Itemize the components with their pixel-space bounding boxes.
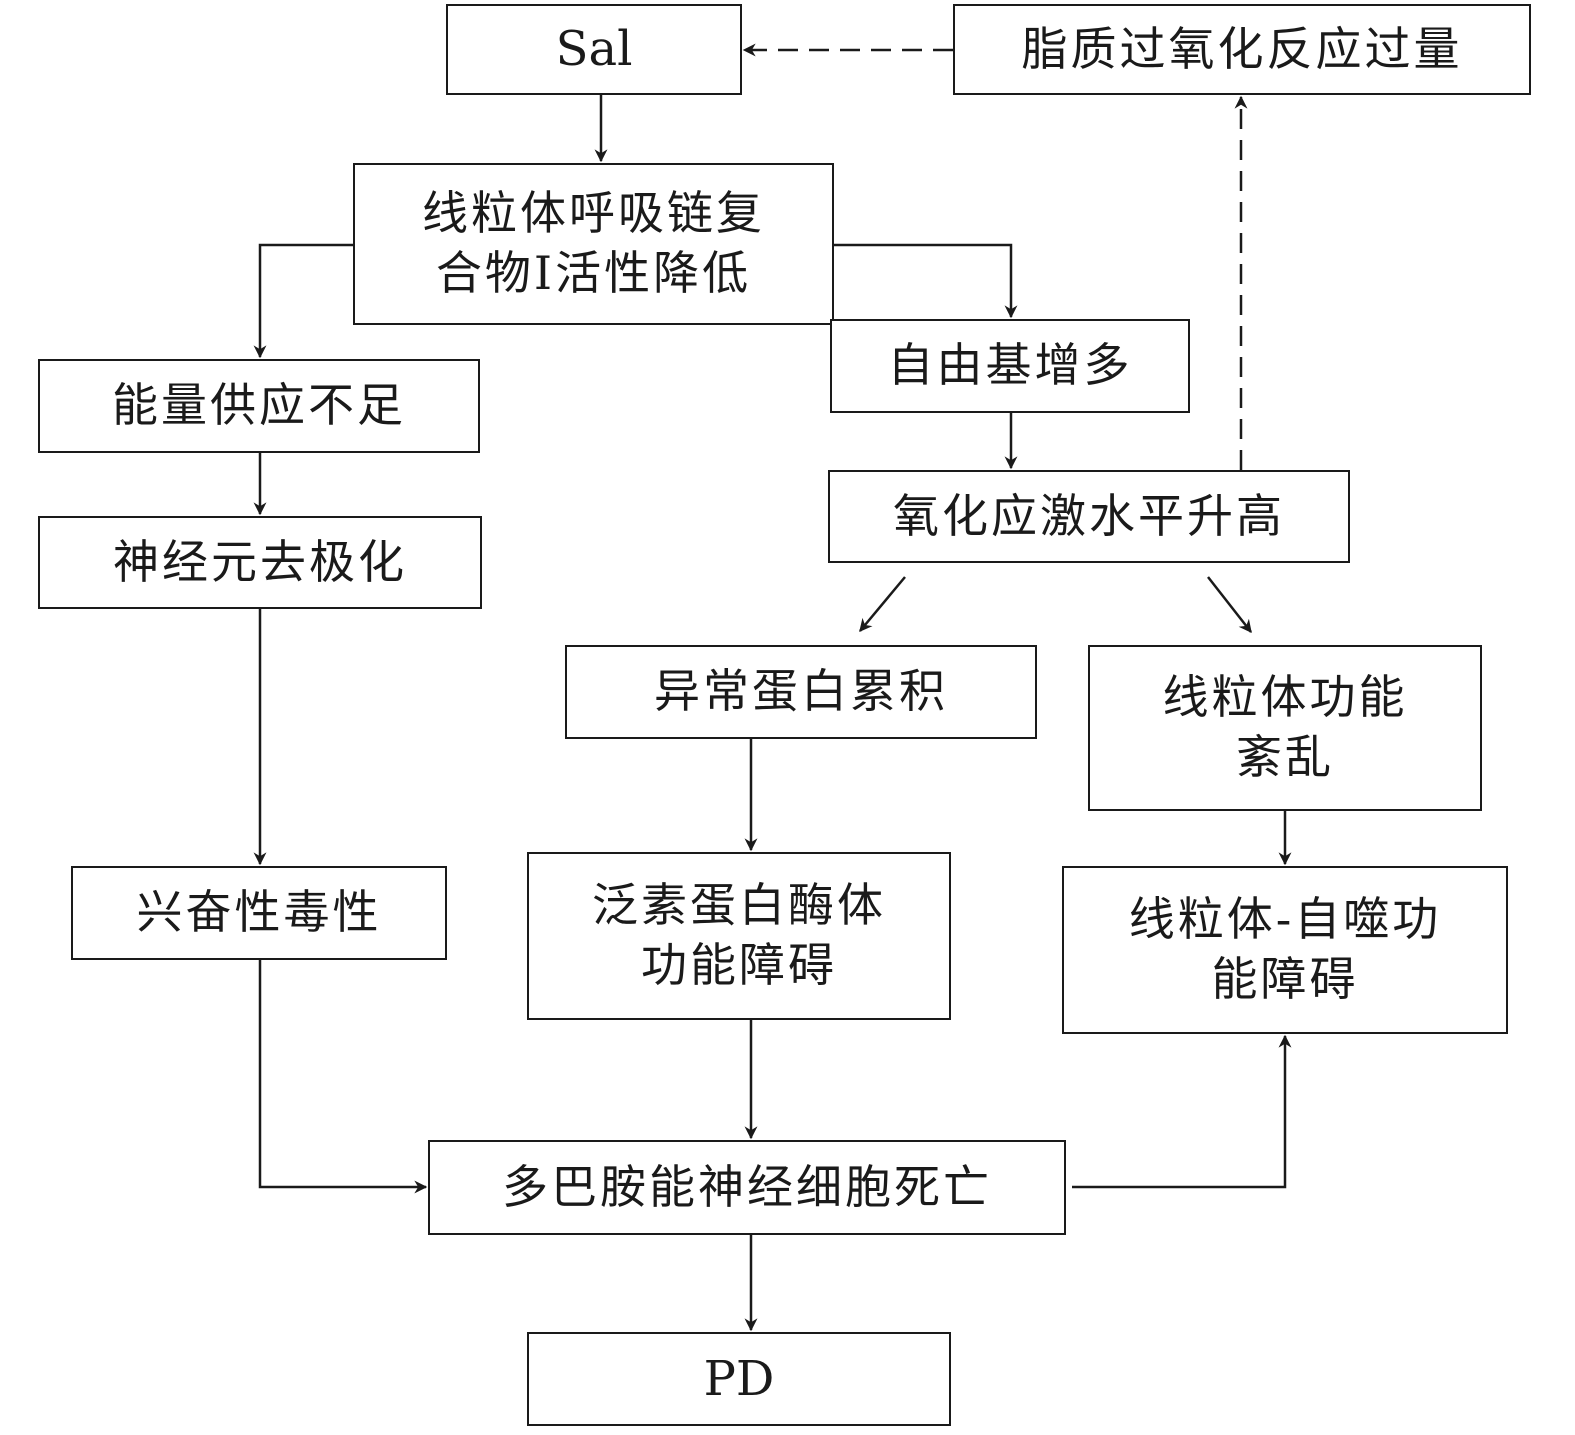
node-free-radicals: 自由基增多: [830, 319, 1190, 413]
edge-death-to-mitophagy: [1072, 1034, 1292, 1189]
node-ubiquitin-proteasome: 泛素蛋白酶体 功能障碍: [527, 852, 951, 1020]
edge-oxidative-to-abnormal-protein: [859, 576, 906, 632]
edge-mito-complex-to-free-radicals: [834, 243, 1018, 319]
node-sal: Sal: [446, 4, 742, 95]
node-abnormal-protein-label: 异常蛋白累积: [654, 664, 948, 719]
node-lipid-peroxidation: 脂质过氧化反应过量: [953, 4, 1531, 95]
node-mitophagy-label: 线粒体-自噬功 能障碍: [1128, 892, 1442, 1006]
node-mito-complex-label: 线粒体呼吸链复 合物Ⅰ活性降低: [422, 186, 765, 300]
node-mito-dysfunction-label: 线粒体功能 紊乱: [1162, 670, 1408, 784]
node-mito-dysfunction: 线粒体功能 紊乱: [1088, 645, 1482, 811]
node-mitophagy: 线粒体-自噬功 能障碍: [1062, 866, 1508, 1034]
node-pd-label: PD: [703, 1350, 775, 1407]
node-depolarization: 神经元去极化: [38, 516, 482, 609]
node-excitotoxicity-label: 兴奋性毒性: [136, 885, 382, 940]
node-mito-complex: 线粒体呼吸链复 合物Ⅰ活性降低: [353, 163, 834, 325]
node-depolarization-label: 神经元去极化: [113, 534, 407, 589]
edge-oxidative-to-mito-dysfunction: [1207, 576, 1252, 634]
node-oxidative-stress: 氧化应激水平升高: [828, 470, 1350, 563]
edge-excitotoxicity-to-death: [258, 960, 428, 1194]
node-excitotoxicity: 兴奋性毒性: [71, 866, 447, 960]
node-lipid-peroxidation-label: 脂质过氧化反应过量: [1021, 21, 1463, 76]
node-da-neuron-death: 多巴胺能神经细胞死亡: [428, 1140, 1066, 1235]
node-energy-shortage-label: 能量供应不足: [112, 378, 406, 433]
node-sal-label: Sal: [555, 21, 633, 78]
node-energy-shortage: 能量供应不足: [38, 359, 480, 453]
edge-mito-complex-to-energy: [253, 243, 353, 359]
node-oxidative-stress-label: 氧化应激水平升高: [893, 488, 1285, 543]
node-ubiquitin-proteasome-label: 泛素蛋白酶体 功能障碍: [592, 878, 886, 992]
node-free-radicals-label: 自由基增多: [887, 338, 1133, 393]
node-abnormal-protein: 异常蛋白累积: [565, 645, 1037, 739]
node-da-neuron-death-label: 多巴胺能神经细胞死亡: [502, 1159, 992, 1214]
node-pd: PD: [527, 1332, 951, 1426]
